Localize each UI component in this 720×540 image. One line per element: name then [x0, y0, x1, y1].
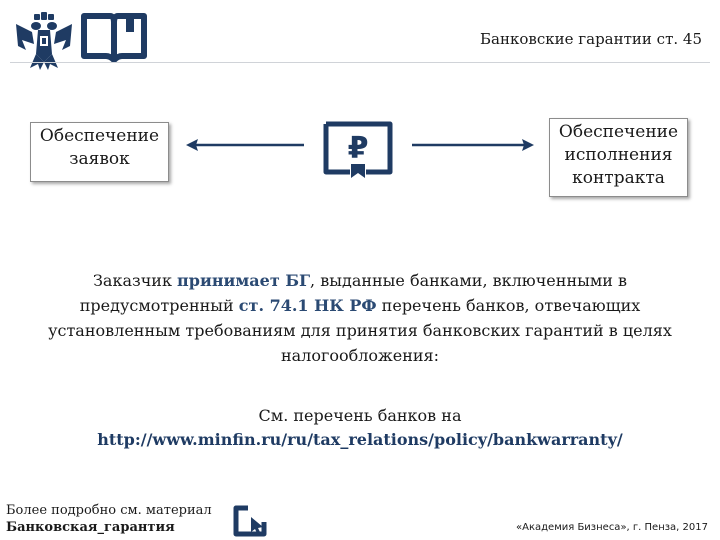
coat-of-arms-icon [16, 12, 72, 70]
text-run: , выданные банками, включенными в предус… [79, 271, 628, 315]
highlight-tax-code-article: ст. 74.1 НК РФ [238, 296, 377, 315]
ruble-symbol: ₽ [348, 131, 369, 166]
box-line: контракта [572, 168, 665, 188]
open-book-icon [81, 13, 147, 63]
collateral-applications-box: Обеспечение заявок [30, 122, 169, 182]
contract-performance-box: Обеспечение исполнения контракта [549, 118, 688, 197]
left-arrow-icon [186, 139, 304, 151]
text-run: перечень банков, отвечающих установленны… [48, 296, 672, 365]
see-also-block: См. перечень банков на http://www.minfin… [40, 404, 680, 452]
click-cursor-icon[interactable] [232, 505, 270, 537]
footer-note: Более подробно см. материал Банковская_г… [6, 502, 212, 536]
ruble-document-icon: ₽ [323, 121, 393, 178]
highlight-accepts-bg: принимает БГ [177, 271, 311, 290]
text-run: Заказчик [92, 271, 178, 290]
footer-credit: «Академия Бизнеса», г. Пенза, 2017 [516, 522, 708, 533]
box-line: Обеспечение [558, 122, 679, 142]
bank-guarantee-material-link[interactable]: Банковская_гарантия [6, 520, 175, 535]
see-also-label: См. перечень банков на [258, 406, 462, 425]
footer-note-label: Более подробно см. материал [6, 503, 212, 518]
header-divider [10, 62, 710, 63]
box-line: заявок [69, 149, 130, 169]
main-paragraph: Заказчик принимает БГ, выданные банками,… [40, 268, 680, 368]
minfin-url-link[interactable]: http://www.minfin.ru/ru/tax_relations/po… [97, 430, 623, 449]
box-line: Обеспечение [39, 126, 160, 146]
page-title: Банковские гарантии ст. 45 [480, 30, 702, 48]
box-line: исполнения [564, 145, 673, 165]
right-arrow-icon [412, 139, 534, 151]
